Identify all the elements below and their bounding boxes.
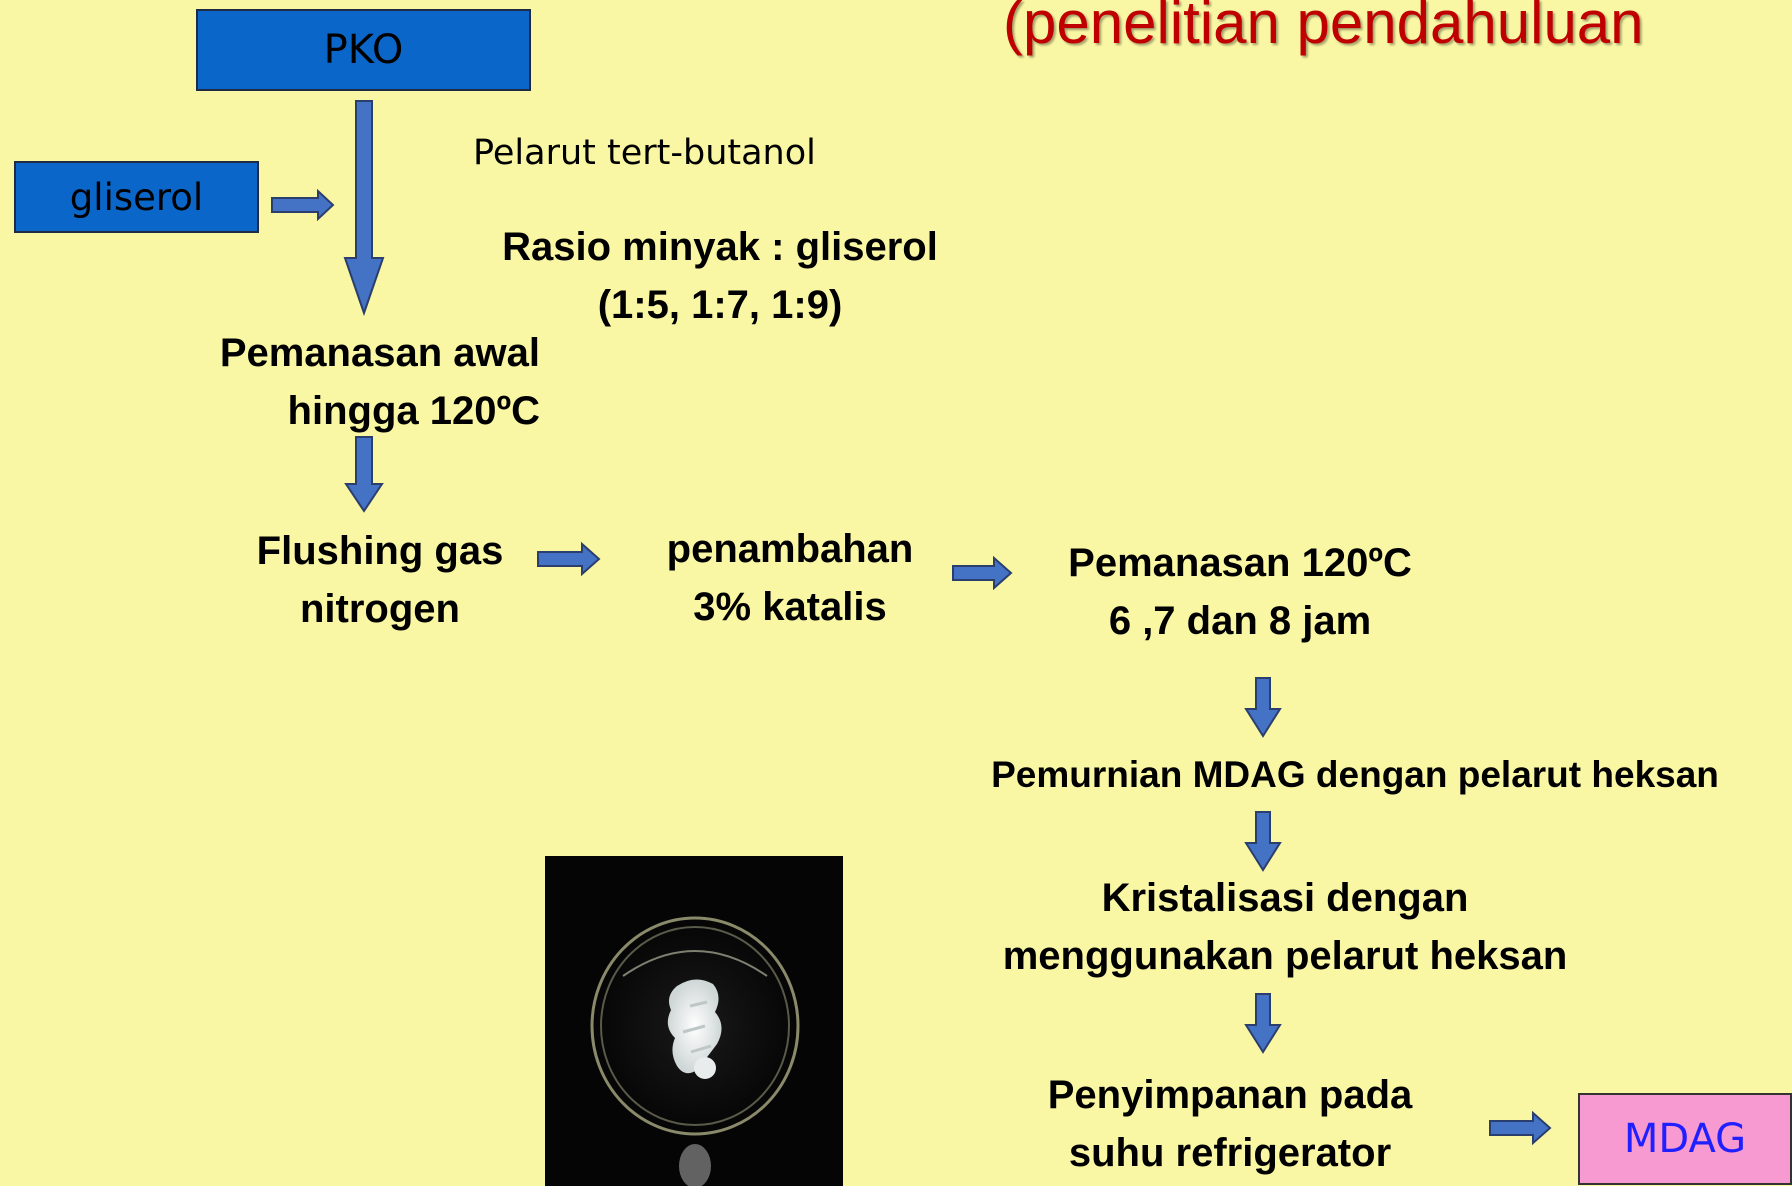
flushing-step: Flushing gas nitrogen — [256, 529, 504, 631]
solvent-note: Pelarut tert-butanol — [473, 133, 816, 173]
arrow-down-pko — [343, 100, 385, 317]
catalyst-step: penambahan 3% katalis — [666, 527, 914, 629]
arrow-down-crystallization — [1244, 993, 1282, 1054]
mdag-box: MDAG — [1578, 1093, 1792, 1185]
heating-step: Pemanasan 120ºC 6 ,7 dan 8 jam — [1068, 541, 1412, 643]
purification-step: Pemurnian MDAG dengan pelarut heksan — [991, 754, 1719, 795]
product-photo — [545, 856, 843, 1186]
arrow-right-catalyst — [952, 555, 1013, 591]
petri-dish-image — [590, 916, 800, 1186]
preheat-step: Pemanasan awal hingga 120ºC — [219, 331, 540, 433]
ratio-step: Rasio minyak : gliserol (1:5, 1:7, 1:9) — [502, 225, 938, 327]
arrow-right-storage — [1489, 1110, 1552, 1146]
gliserol-box: gliserol — [14, 161, 259, 233]
pko-box: PKO — [196, 9, 531, 91]
slide-title: (penelitian pendahuluan — [1003, 0, 1644, 56]
crystallization-step: Kristalisasi dengan menggunakan pelarut … — [1002, 876, 1568, 978]
arrow-down-purification — [1244, 811, 1282, 872]
arrow-down-heating — [1244, 677, 1282, 738]
arrow-right-flushing — [537, 541, 601, 577]
storage-step: Penyimpanan pada suhu refrigerator — [1047, 1073, 1413, 1175]
arrow-right-gliserol — [271, 188, 335, 222]
arrow-down-preheat — [344, 436, 384, 513]
